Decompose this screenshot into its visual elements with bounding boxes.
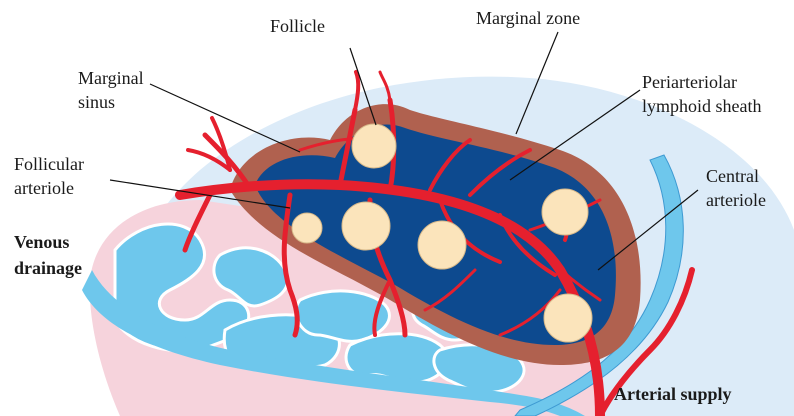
follicle-top bbox=[352, 124, 396, 168]
label-arterial-supply: Arterial supply bbox=[614, 384, 732, 404]
follicle-right-top bbox=[542, 189, 588, 235]
label-marginal-sinus-1: Marginal bbox=[78, 68, 144, 88]
label-central-arteriole-2: arteriole bbox=[706, 190, 766, 210]
label-follicular-arteriole-1: Follicular bbox=[14, 154, 84, 174]
label-venous-drainage-2: drainage bbox=[14, 258, 82, 278]
follicle-left-small bbox=[292, 213, 322, 243]
follicle-center bbox=[418, 221, 466, 269]
follicle-left-mid bbox=[342, 202, 390, 250]
label-marginal-sinus-2: sinus bbox=[78, 92, 115, 112]
label-pals-2: lymphoid sheath bbox=[642, 96, 762, 116]
label-follicle: Follicle bbox=[270, 16, 325, 36]
label-venous-drainage-1: Venous bbox=[14, 232, 69, 252]
label-follicular-arteriole-2: arteriole bbox=[14, 178, 74, 198]
label-central-arteriole-1: Central bbox=[706, 166, 759, 186]
label-pals-1: Periarteriolar bbox=[642, 72, 737, 92]
follicle-bottom-right bbox=[544, 294, 592, 342]
label-marginal-zone: Marginal zone bbox=[476, 8, 580, 28]
